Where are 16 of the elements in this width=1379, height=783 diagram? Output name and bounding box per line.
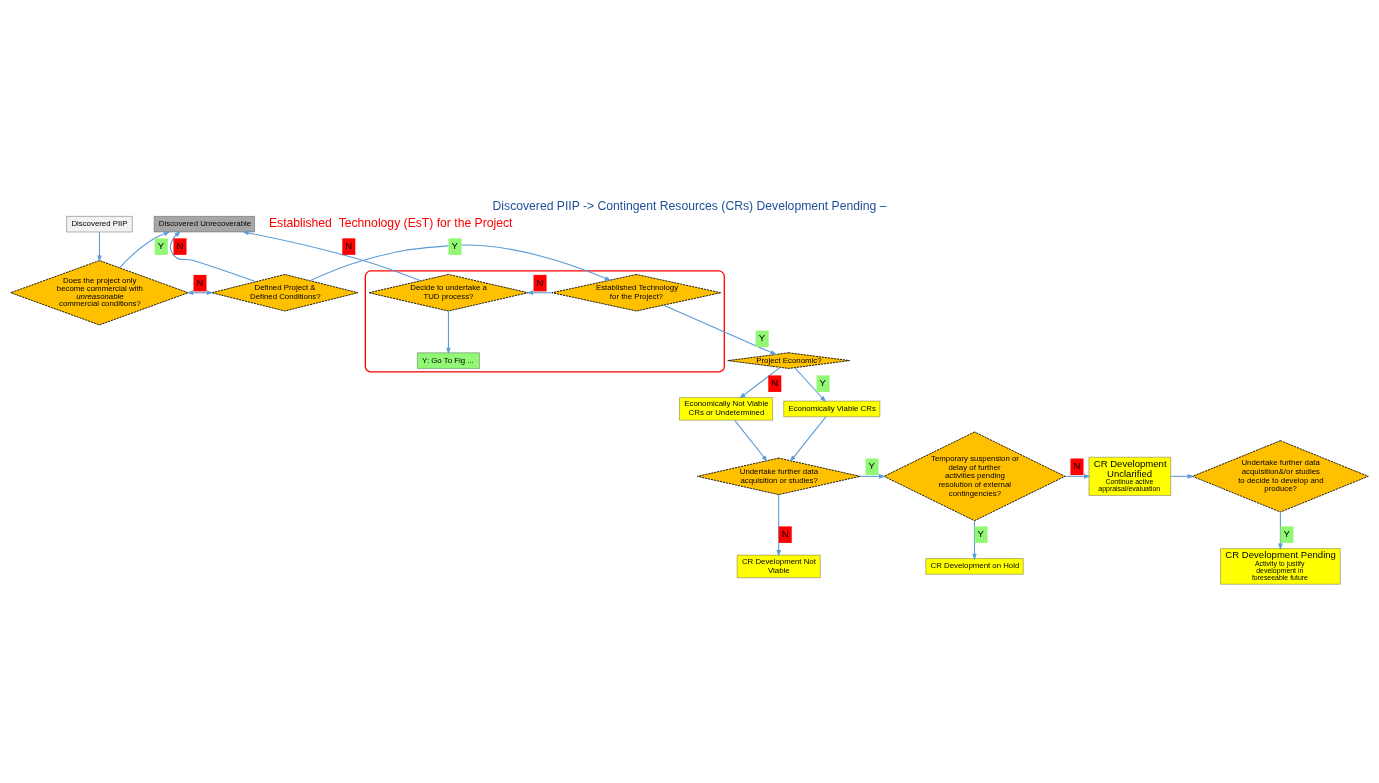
edge-label: Y xyxy=(758,332,766,344)
edge-label: Y xyxy=(1283,528,1290,540)
edge-label: N xyxy=(781,528,789,540)
edge-label: Y xyxy=(868,460,875,472)
edge-label: Y xyxy=(819,377,826,389)
edge-label: N xyxy=(196,276,204,288)
edge-label: N xyxy=(345,240,353,252)
edge-label: Y xyxy=(977,528,984,540)
edge-label: N xyxy=(536,276,544,288)
edge-label: N xyxy=(176,240,184,252)
edge-label: N xyxy=(1073,460,1081,472)
diagram-title: Discovered PIIP -> Contingent Resources (CRs) Development Pending – xyxy=(492,199,887,214)
edge-label: Y xyxy=(157,240,165,252)
edge-label: Y xyxy=(451,240,458,252)
label: Established Technology (EsT) for the Project xyxy=(268,216,513,231)
edge-label: N xyxy=(771,377,779,389)
